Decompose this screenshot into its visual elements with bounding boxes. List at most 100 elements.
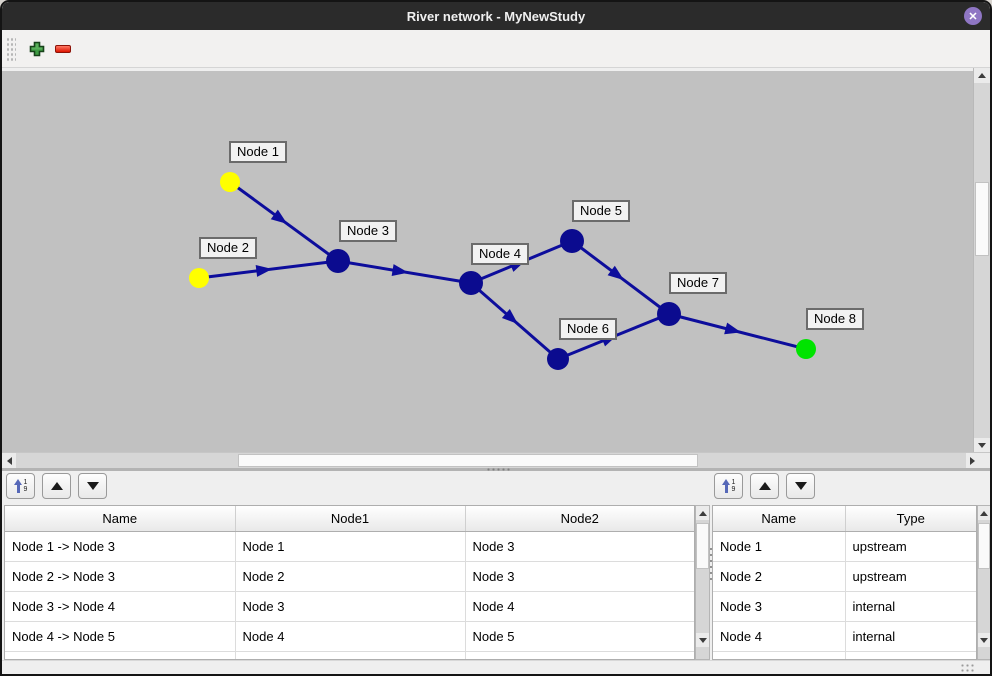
- column-header[interactable]: Name: [713, 506, 846, 532]
- table-cell[interactable]: Node 1: [713, 531, 846, 562]
- scroll-down-button[interactable]: [974, 438, 990, 453]
- table-cell[interactable]: Node 5: [465, 621, 694, 652]
- table-cell[interactable]: internal: [845, 591, 976, 622]
- horizontal-splitter[interactable]: [2, 467, 990, 472]
- table-cell[interactable]: Node 4 -> Node 5: [5, 621, 236, 652]
- nodes-table-scrollbar[interactable]: [977, 505, 990, 660]
- resize-grip[interactable]: [960, 663, 974, 673]
- nodes-move-down-button[interactable]: [786, 473, 815, 499]
- plus-icon: [29, 41, 45, 56]
- table-row[interactable]: [5, 651, 694, 659]
- scroll-up-button[interactable]: [978, 506, 990, 520]
- table-cell[interactable]: Node 3 -> Node 4: [5, 591, 236, 622]
- table-cell[interactable]: internal: [845, 621, 976, 652]
- close-button[interactable]: ✕: [964, 7, 982, 25]
- network-node[interactable]: [547, 348, 569, 370]
- vertical-scroll-thumb[interactable]: [978, 523, 990, 569]
- edge-arrowhead-icon: [255, 265, 273, 277]
- vertical-scroll-thumb[interactable]: [975, 182, 989, 256]
- scroll-down-button[interactable]: [978, 633, 990, 647]
- network-node[interactable]: [326, 249, 350, 273]
- sort-icon: 1 9: [13, 479, 27, 493]
- scroll-right-button[interactable]: [966, 453, 979, 468]
- node-label[interactable]: Node 8: [806, 308, 864, 330]
- network-node[interactable]: [560, 229, 584, 253]
- table-cell[interactable]: upstream: [845, 531, 976, 562]
- table-cell[interactable]: Node 3: [713, 591, 846, 622]
- branches-move-up-button[interactable]: [42, 473, 71, 499]
- vertical-splitter[interactable]: [708, 546, 714, 582]
- table-cell[interactable]: Node 4: [235, 621, 466, 652]
- nodes-sort-button[interactable]: 1 9: [714, 473, 743, 499]
- table-cell[interactable]: [713, 651, 846, 659]
- table-cell[interactable]: [845, 651, 976, 659]
- scroll-up-button[interactable]: [696, 506, 709, 520]
- triangle-up-icon: [50, 482, 63, 490]
- table-cell[interactable]: Node 2: [713, 561, 846, 592]
- horizontal-scroll-thumb[interactable]: [238, 454, 698, 467]
- table-cell[interactable]: Node 3: [465, 561, 694, 592]
- branches-sort-button[interactable]: 1 9: [6, 473, 35, 499]
- network-node[interactable]: [657, 302, 681, 326]
- node-label[interactable]: Node 3: [339, 220, 397, 242]
- table-cell[interactable]: Node 3: [235, 591, 466, 622]
- river-network-canvas[interactable]: Node 1 Node 2 Node 3 Node 4 Node 5 Node 6 Node…: [2, 71, 973, 452]
- node-label[interactable]: Node 5: [572, 200, 630, 222]
- canvas-vertical-scrollbar[interactable]: [973, 68, 990, 453]
- table-cell[interactable]: Node 1 -> Node 3: [5, 531, 236, 562]
- table-cell[interactable]: Node 4: [713, 621, 846, 652]
- node-label[interactable]: Node 2: [199, 237, 257, 259]
- table-cell[interactable]: Node 1: [235, 531, 466, 562]
- network-node[interactable]: [459, 271, 483, 295]
- scroll-left-button[interactable]: [2, 453, 16, 468]
- network-node[interactable]: [220, 172, 240, 192]
- branches-table-scrollbar[interactable]: [695, 505, 710, 660]
- scroll-up-button[interactable]: [974, 68, 990, 83]
- node-label[interactable]: Node 6: [559, 318, 617, 340]
- main-toolbar: [2, 30, 990, 68]
- triangle-down-icon: [794, 482, 807, 490]
- branches-move-down-button[interactable]: [78, 473, 107, 499]
- table-cell[interactable]: [235, 651, 466, 659]
- table-cell[interactable]: upstream: [845, 561, 976, 592]
- table-cell[interactable]: Node 3: [465, 531, 694, 562]
- table-cell[interactable]: Node 2 -> Node 3: [5, 561, 236, 592]
- table-cell[interactable]: Node 4: [465, 591, 694, 622]
- toolbar-grip-handle[interactable]: [6, 36, 16, 61]
- table-cell[interactable]: [465, 651, 694, 659]
- column-header[interactable]: Node2: [465, 506, 694, 532]
- table-cell[interactable]: [5, 651, 236, 659]
- node-label[interactable]: Node 7: [669, 272, 727, 294]
- arrow-up-icon: [978, 73, 986, 78]
- node-label[interactable]: Node 4: [471, 243, 529, 265]
- network-node[interactable]: [796, 339, 816, 359]
- remove-node-button[interactable]: [50, 36, 76, 62]
- node-label[interactable]: Node 1: [229, 141, 287, 163]
- sort-digit-top: 1: [731, 479, 736, 486]
- scroll-down-button[interactable]: [696, 633, 709, 647]
- nodes-move-up-button[interactable]: [750, 473, 779, 499]
- canvas-horizontal-scrollbar[interactable]: [2, 452, 990, 468]
- table-cell[interactable]: Node 2: [235, 561, 466, 592]
- add-node-button[interactable]: [24, 36, 50, 62]
- table-row[interactable]: [713, 651, 976, 659]
- title-bar: River network - MyNewStudy ✕: [2, 2, 990, 30]
- network-node[interactable]: [189, 268, 209, 288]
- column-header[interactable]: Name: [5, 506, 236, 532]
- column-header[interactable]: Type: [845, 506, 976, 532]
- edge-arrowhead-icon: [501, 308, 518, 324]
- column-header[interactable]: Node1: [235, 506, 466, 532]
